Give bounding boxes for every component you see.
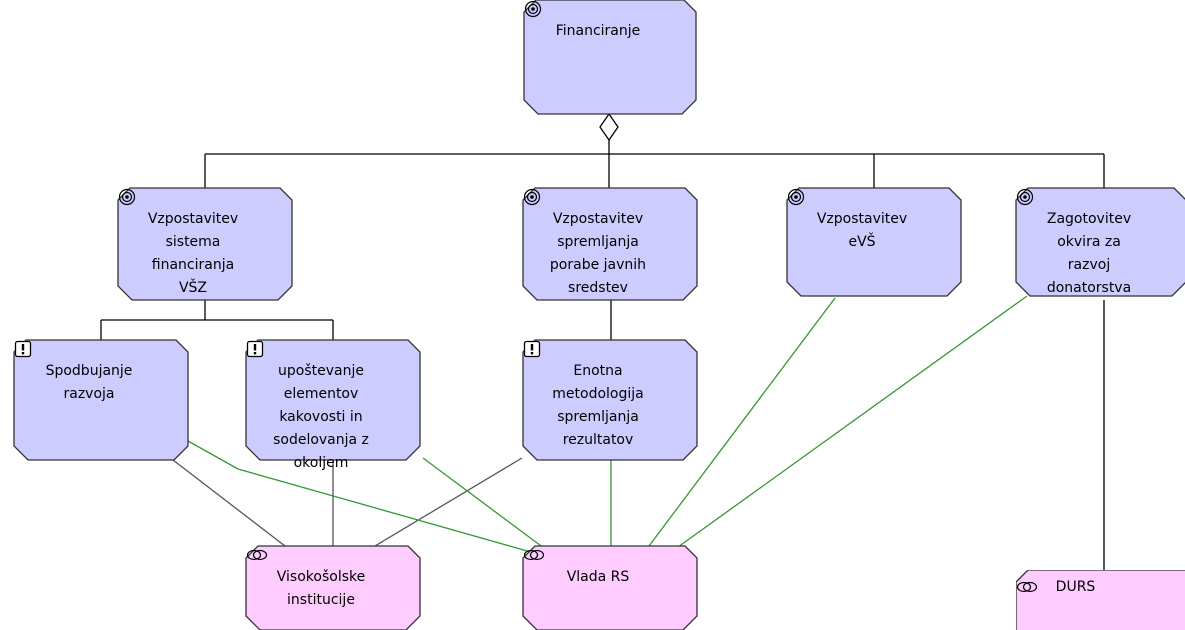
stakeholder-label: Visokošolske institucije [276, 569, 366, 608]
requirement-label: upoštevanje elementov kakovosti in sodel… [273, 363, 369, 471]
goal-icon [523, 188, 541, 206]
stakeholder-label: DURS [1055, 579, 1096, 595]
goal-node-spremljanje[interactable]: Vzpostavitev spremljanja porabe javnih s… [522, 187, 698, 301]
stakeholder-icon [1016, 581, 1038, 593]
goal-icon [787, 188, 805, 206]
requirement-icon [523, 340, 541, 358]
goal-node-sistem[interactable]: Vzpostavitev sistema financiranja VŠZ [117, 187, 293, 301]
goal-icon [1016, 188, 1034, 206]
requirement-icon [14, 340, 32, 358]
goal-node-financiranje[interactable]: Financiranje [523, 0, 697, 115]
goal-icon [524, 0, 542, 18]
influence-evs-vlada [639, 297, 836, 559]
influence-spodbujanje-vlada [187, 440, 546, 557]
influence-donatorstvo-vlada [659, 295, 1028, 561]
stakeholder-node-vlada[interactable]: Vlada RS [522, 545, 698, 630]
stakeholder-node-durs[interactable]: DURS [1016, 570, 1185, 630]
goal-label: Vzpostavitev sistema financiranja VŠZ [147, 211, 239, 296]
association-spodbujanje-visokosolske [172, 459, 286, 547]
requirement-label: Enotna metodologija spremljanja rezultat… [552, 363, 644, 448]
requirement-node-enotna[interactable]: Enotna metodologija spremljanja rezultat… [522, 339, 698, 461]
stakeholder-label: Vlada RS [566, 569, 630, 585]
stakeholder-icon [523, 549, 545, 561]
influence-upostevanje-vlada [422, 457, 561, 561]
goal-node-donatorstvo[interactable]: Zagotovitev okvira za razvoj donatorstva [1015, 187, 1185, 297]
requirement-icon [246, 340, 264, 358]
requirement-label: Spodbujanje razvoja [45, 363, 133, 402]
goal-node-evs[interactable]: Vzpostavitev eVŠ [786, 187, 962, 297]
stakeholder-icon [246, 549, 268, 561]
requirement-node-spodbujanje[interactable]: Spodbujanje razvoja [13, 339, 189, 461]
goal-label: Zagotovitev okvira za razvoj donatorstva [1046, 211, 1132, 296]
association-enotna-visokosolske [374, 457, 523, 547]
goal-icon [118, 188, 136, 206]
goal-label: Vzpostavitev eVŠ [816, 211, 908, 250]
diagram-canvas: Financiranje Vzpostavitev sistema financ… [13, 0, 1185, 630]
aggregation-diamond [599, 112, 619, 142]
connector-layer [100, 112, 1105, 570]
goal-label: Vzpostavitev spremljanja porabe javnih s… [549, 211, 647, 296]
goal-label: Financiranje [555, 23, 641, 39]
stakeholder-node-visokosolske[interactable]: Visokošolske institucije [245, 545, 421, 630]
requirement-node-upostevanje[interactable]: upoštevanje elementov kakovosti in sodel… [245, 339, 421, 471]
